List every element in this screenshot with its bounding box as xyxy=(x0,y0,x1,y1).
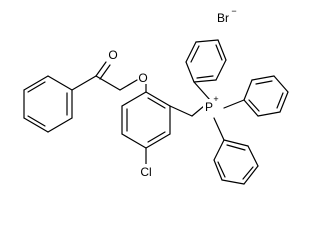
phenyl-ring-right xyxy=(223,75,289,117)
chlorophenyl-ring xyxy=(121,83,205,165)
carbonyl-oxygen-mask xyxy=(108,49,119,62)
carbonyl-oxygen-label: O xyxy=(108,48,117,62)
keto-ether-linker xyxy=(71,61,138,91)
phosphorus-label: P xyxy=(205,100,213,114)
phenyl-ring-top xyxy=(185,39,227,101)
chlorine-label: Cl xyxy=(140,165,151,179)
ether-oxygen-mask xyxy=(138,71,149,84)
chlorine-mask xyxy=(138,164,154,178)
bromide-label: Br xyxy=(217,11,229,25)
phosphorus-mask xyxy=(203,99,215,113)
phosphorus-charge: + xyxy=(213,94,218,104)
bromide-charge: − xyxy=(231,6,236,16)
phenyl-ring-bottom xyxy=(213,117,259,185)
structure-diagram: O O Cl P + Br − xyxy=(23,6,289,185)
ether-oxygen-label: O xyxy=(138,71,147,85)
benzoyl-ring xyxy=(23,75,73,133)
